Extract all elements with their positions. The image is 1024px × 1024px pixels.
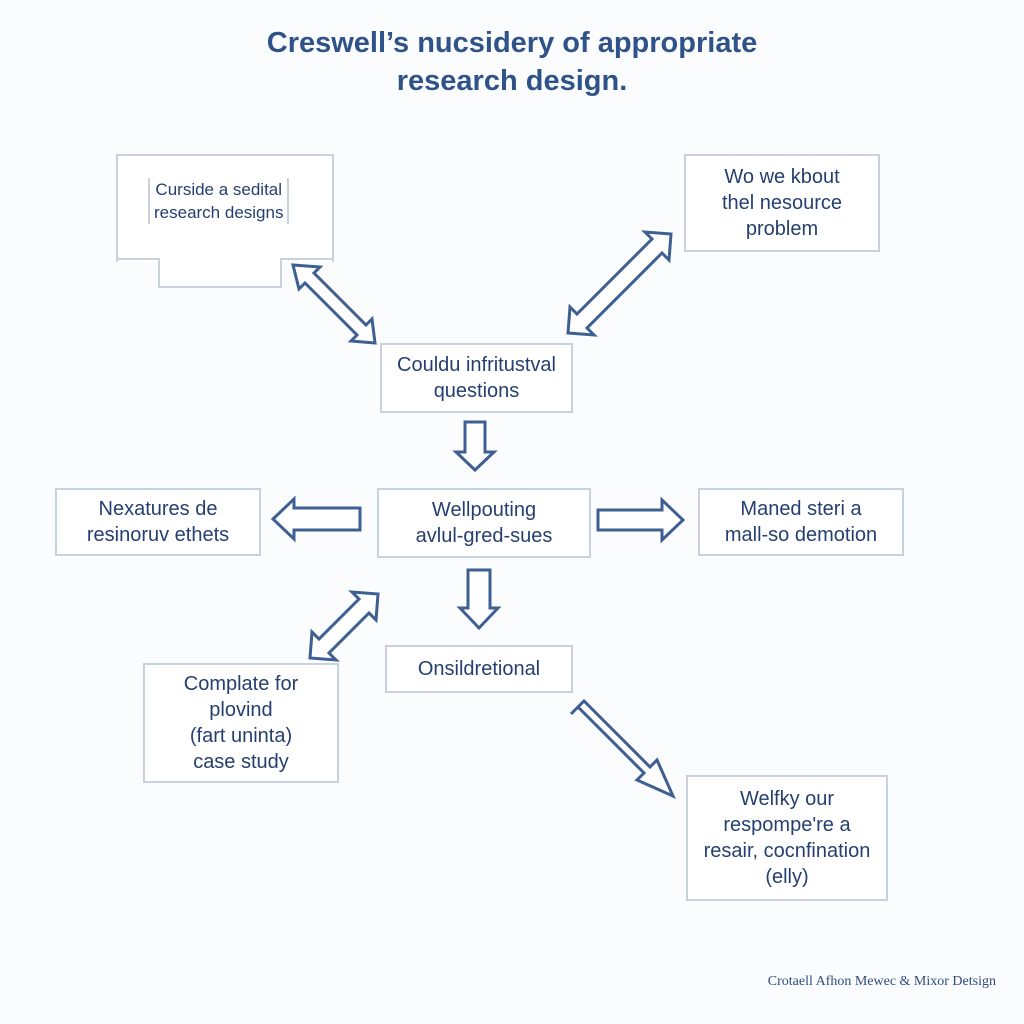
node-center-top-line-2: questions — [433, 380, 520, 402]
node-center-mid: Wellpouting avlul-gred-sues — [377, 488, 591, 558]
node-left-mid-line-2: resinoruv ethets — [86, 524, 230, 546]
node-bottom-left-line-4: case study — [193, 751, 289, 773]
node-right-mid-line-1: Maned steri a — [740, 498, 862, 520]
footer-credit: Crotaell Afhon Mewec & Mixor Detsign — [767, 974, 996, 989]
node-bottom-left-line-1: Complate for — [183, 673, 299, 695]
node-bottom-right: Welfky our respompe're a resair, cocnfin… — [686, 775, 888, 901]
node-bottom-right-line-1: Welfky our — [739, 788, 835, 810]
node-center-top-line-1: Couldu infritustval — [397, 354, 556, 376]
arrow-left-center-mid — [270, 495, 362, 543]
node-bottom-right-line-2: respompe're a — [723, 814, 851, 836]
node-top-left-tab — [158, 258, 282, 288]
node-top-left: Curside a sedital research designs — [116, 154, 334, 262]
node-bottom-left-line-2: plovind — [209, 699, 273, 721]
node-top-left-bottom-edge-left — [116, 258, 160, 260]
node-center-bottom: Onsildretional — [385, 645, 573, 693]
node-bottom-right-line-3: resair, cocnfination — [703, 840, 871, 862]
node-top-left-bottom-edge-right — [280, 258, 334, 260]
node-top-right: Wo we kbout thel nesource problem — [684, 154, 880, 252]
node-top-right-line-1: Wo we kbout — [724, 166, 840, 188]
arrow-down-center-mid — [456, 568, 502, 631]
node-left-mid: Nexatures de resinoruv ethets — [55, 488, 261, 556]
node-center-bottom-line-1: Onsildretional — [417, 658, 541, 680]
double-arrow-top-left — [291, 263, 377, 345]
node-right-mid: Maned steri a mall-so demotion — [698, 488, 904, 556]
arrow-down-center-top — [452, 420, 498, 473]
node-right-mid-line-2: mall-so demotion — [724, 524, 878, 546]
node-top-left-text: Curside a sedital research designs — [148, 178, 290, 224]
node-top-left-line-1: Curside a sedital — [155, 180, 283, 199]
node-bottom-right-line-4: (elly) — [765, 866, 809, 888]
node-left-mid-line-1: Nexatures de — [98, 498, 218, 520]
node-top-right-line-3: problem — [745, 218, 819, 240]
node-center-mid-line-1: Wellpouting — [431, 499, 537, 521]
diagram-title-line-2: research design. — [396, 65, 628, 97]
node-center-top: Couldu infritustval questions — [380, 343, 573, 413]
node-top-left-line-2: research designs — [154, 203, 284, 222]
arrow-to-bottom-left — [308, 590, 380, 662]
node-bottom-left-line-3: (fart uninta) — [189, 725, 293, 747]
arrow-right-center-mid — [596, 496, 686, 544]
arrow-to-bottom-right — [569, 698, 676, 799]
diagram-title-line-1: Creswell’s nucsidery of appropriate — [266, 27, 758, 59]
node-bottom-left: Complate for plovind (fart uninta) case … — [143, 663, 339, 783]
node-top-right-line-2: thel nesource — [721, 192, 843, 214]
arrow-top-right-to-center — [566, 230, 673, 337]
node-center-mid-line-2: avlul-gred-sues — [415, 525, 553, 547]
